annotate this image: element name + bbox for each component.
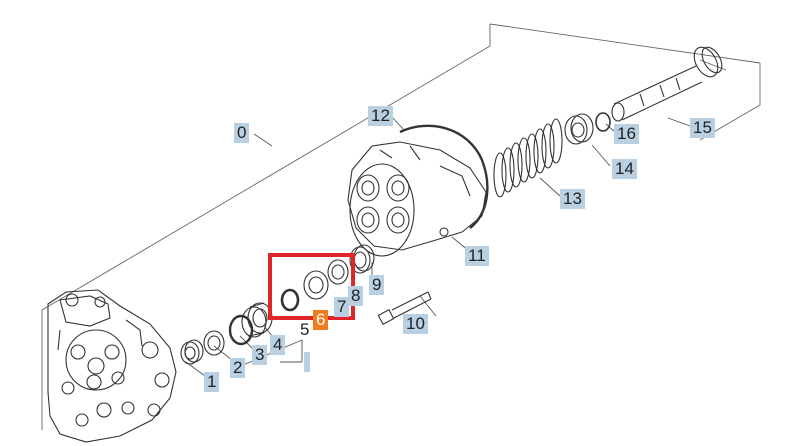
part-10-bolt [377, 291, 432, 325]
callout-12: 12 [368, 106, 393, 126]
callout-7: 7 [334, 297, 350, 317]
pump-head [47, 289, 177, 443]
part-14-spring-seat [564, 113, 594, 145]
callout-15: 15 [690, 118, 715, 138]
part-12-o-ring [399, 124, 489, 229]
callout-10: 10 [403, 314, 428, 334]
callout-8: 8 [348, 286, 364, 306]
leader-lines [185, 116, 691, 377]
part-13-spring [493, 118, 563, 198]
callout-13: 13 [560, 189, 585, 209]
callout-9: 9 [369, 275, 385, 295]
callout-5: 5 [300, 320, 310, 339]
callout-14: 14 [612, 159, 637, 179]
part-8-washer [327, 259, 349, 285]
assembly-outline [41, 23, 761, 430]
callout-11: 11 [465, 246, 489, 266]
part-1-seal [180, 339, 204, 365]
callout-18 [304, 352, 310, 372]
callout-6: 6 [313, 310, 329, 330]
part-11-cylinder-block [347, 141, 487, 257]
callout-1: 1 [204, 372, 220, 392]
part-7-washer [303, 270, 329, 300]
part-3-o-ring [228, 314, 254, 346]
callout-4: 4 [270, 335, 286, 355]
part-15-piston [611, 46, 723, 122]
callout-0: 0 [234, 123, 250, 143]
callout-16: 16 [614, 124, 639, 144]
part-2-ring [203, 330, 225, 356]
part-16-circlip [595, 112, 611, 132]
callout-3: 3 [252, 345, 268, 365]
callout-2: 2 [230, 358, 246, 378]
part-6-o-ring [280, 288, 300, 312]
